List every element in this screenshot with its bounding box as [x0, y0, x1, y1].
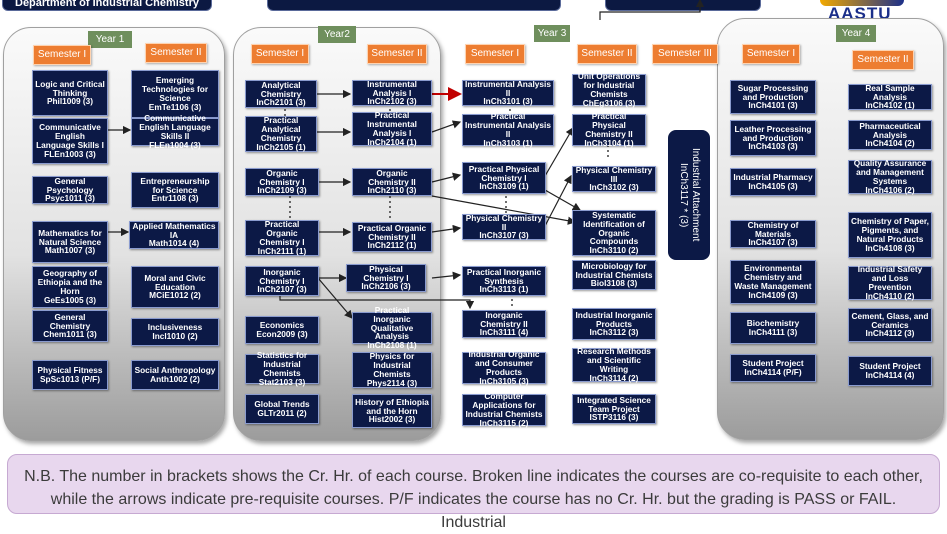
course-inch3117-industrial-attachment: Industrial Attachment InCh3117 * (3) — [668, 130, 710, 260]
arrow-ppc1-systematic — [544, 189, 582, 211]
course-econ2009: Economics Econ2009 (3) — [245, 316, 319, 344]
course-cheg3106: Unit Operations for Industrial Chemists … — [572, 72, 646, 107]
course-inch3101: Instrumental Analysis II InCh3101 (3) — [462, 79, 554, 106]
course-inch4106: Quality Assurance and Management Systems… — [848, 159, 932, 194]
arrow-topright — [599, 0, 701, 20]
header-bar-right — [605, 0, 761, 11]
course-psyc1011: General Psychology Psyc1011 (3) — [32, 176, 108, 204]
course-inch2106: Physical Chemistry I InCh2106 (3) — [346, 264, 426, 292]
course-inch2109: Organic Chemistry I InCh2109 (3) — [245, 168, 319, 196]
course-inch4111: Biochemistry InCh4111 (3) — [730, 312, 816, 344]
course-inch3111: Inorganic Chemistry II InCh3111 (4) — [462, 310, 546, 338]
footnote-panel: N.B. The number in brackets shows the Cr… — [7, 454, 940, 531]
arrow-phys1-inorgsynth — [431, 271, 462, 280]
y4-semester-1: Semester I — [742, 44, 800, 64]
course-stat2103: Statistics for Industrial Chemists Stat2… — [245, 351, 319, 386]
course-incl1010: Inclusiveness Incl1010 (2) — [131, 318, 219, 346]
year4-label: Year 4 — [836, 25, 876, 42]
y2-semester-1: Semester I — [251, 44, 309, 64]
course-inch3107: Physical Chemistry II InCh3107 (3) — [462, 213, 546, 240]
department-title: Department of Industrial Chemistry — [15, 0, 199, 9]
year1-label: Year 1 — [88, 31, 132, 48]
course-anth1002: Social Anthropology Anth1002 (2) — [131, 360, 219, 390]
course-inch4110: Industrial Safety and Loss Prevention In… — [848, 265, 932, 300]
y4-semester-2: Semester II — [852, 50, 914, 70]
course-inch2104: Practical Instrumental Analysis I InCh21… — [352, 111, 432, 146]
course-inch4105: Industrial Pharmacy InCh4105 (3) — [730, 168, 816, 196]
course-inch2108: Practical Inorganic Qualitative Analysis… — [352, 305, 432, 350]
course-gltr2011: Global Trends GLTr2011 (2) — [245, 394, 319, 424]
footnote-text: N.B. The number in brackets shows the Cr… — [24, 468, 923, 531]
department-title-bar: Department of Industrial Chemistry — [2, 0, 212, 11]
course-inch4101: Sugar Processing and Production InCh4101… — [730, 80, 816, 114]
year2-label: Year2 — [318, 26, 356, 43]
course-istp3116: Integrated Science Team Project ISTP3116… — [572, 394, 656, 424]
y1-semester-1: Semester I — [33, 45, 91, 65]
course-inch3110: Systematic Identification of Organic Com… — [572, 210, 656, 256]
course-inch4104: Pharmaceutical Analysis InCh4104 (2) — [848, 120, 932, 150]
course-mcie1012: Moral and Civic Education MCiE1012 (2) — [131, 266, 219, 308]
course-inch4112: Cement, Glass, and Ceramics InCh4112 (3) — [848, 308, 932, 342]
course-gees1005: Geography of Ethiopia and the Horn GeEs1… — [32, 266, 108, 308]
course-inch3104: Practical Physical Chemistry II InCh3104… — [572, 112, 646, 147]
course-math1007: Mathematics for Natural Science Math1007… — [32, 221, 108, 263]
y3-semester-2: Semester II — [577, 44, 637, 64]
year3-label: Year 3 — [534, 25, 570, 42]
course-biol3108: Microbiology for Industrial Chemists Bio… — [572, 260, 656, 290]
course-inch4109: Environmental Chemistry and Waste Manage… — [730, 260, 816, 304]
arrow-pc2-pc3 — [544, 174, 572, 227]
arrow-organic2-systematic — [431, 195, 577, 225]
course-flen1003: Communicative English Language Skills I … — [32, 118, 108, 164]
course-inch4107: Chemistry of Materials InCh4107 (3) — [730, 220, 816, 248]
course-inch3102: Physical Chemistry III InCh3102 (3) — [572, 165, 656, 192]
course-inch2111: Practical Organic Chemistry I InCh2111 (… — [245, 220, 319, 256]
y2-semester-2: Semester II — [367, 44, 427, 64]
course-inch4114: Student Project InCh4114 (4) — [848, 356, 932, 386]
course-inch2105: Practical Analytical Chemistry InCh2105 … — [245, 116, 317, 152]
header-bar-middle — [267, 0, 561, 11]
course-inch3113: Practical Inorganic Synthesis InCh3113 (… — [462, 266, 546, 296]
course-emte1106: Emerging Technologies for Science EmTe11… — [131, 70, 219, 118]
course-inch4108: Chemistry of Paper, Pigments, and Natura… — [848, 212, 932, 258]
course-inch2101: Analytical Chemistry InCh2101 (3) — [245, 80, 317, 108]
course-inch4114-pf: Student Project InCh4114 (P/F) — [730, 354, 816, 382]
y3-semester-1: Semester I — [465, 44, 525, 64]
course-inch3105: Industrial Organic and Consumer Products… — [462, 350, 546, 385]
y1-semester-2: Semester II — [145, 43, 207, 63]
course-spsc1013: Physical Fitness SpSc1013 (P/F) — [32, 360, 108, 390]
arrow-ppc1-ppc2 — [544, 126, 574, 177]
course-entr1108: Entrepreneurship for Science Entr1108 (3… — [131, 172, 219, 208]
course-inch4102: Real Sample Analysis InCh4102 (1) — [848, 83, 932, 110]
course-inch3109: Practical Physical Chemistry I InCh3109 … — [462, 162, 546, 194]
prerequisite-connectors — [107, 0, 705, 319]
course-inch3112: Industrial Inorganic Products InCh3112 (… — [572, 308, 656, 340]
y3-semester-3: Semester III — [652, 44, 718, 64]
course-chem1011: General Chemistry Chem1011 (3) — [32, 310, 108, 342]
course-inch2112: Practical Organic Chemistry II InCh2112 … — [352, 222, 432, 252]
course-inch2102: Instrumental Analysis I InCh2102 (3) — [352, 79, 432, 106]
course-phil1009: Logic and Critical Thinking Phil1009 (3) — [32, 70, 108, 116]
course-inch3103: Practical Instrumental Analysis II InCh3… — [462, 112, 554, 147]
course-flen1004: Communicative English Language Skills II… — [131, 114, 219, 149]
arrow-inorganic1-inorganic2 — [279, 292, 475, 310]
course-inch3114: Research Methods and Scientific Writing … — [572, 347, 656, 382]
course-inch2107: Inorganic Chemistry I InCh2107 (3) — [245, 266, 319, 296]
arrow-pia1-pia2 — [431, 120, 462, 133]
arrow-organic2-practicalphys — [431, 172, 462, 183]
arrow-organic2-physchem2 — [431, 224, 462, 234]
course-phys2114: Physics for Industrial Chemists Phys2114… — [352, 352, 432, 388]
arrow-inorganic1-practical-inorganic — [317, 277, 353, 319]
course-inch2110: Organic Chemistry II InCh2110 (3) — [352, 168, 432, 196]
course-inch4103: Leather Processing and Production InCh41… — [730, 120, 816, 156]
course-hist2002: History of Ethiopia and the Horn Hist200… — [352, 394, 432, 428]
course-inch3115: Computer Applications for Industrial Che… — [462, 392, 546, 427]
course-math1014: Applied Mathematics IA Math1014 (4) — [129, 221, 219, 249]
